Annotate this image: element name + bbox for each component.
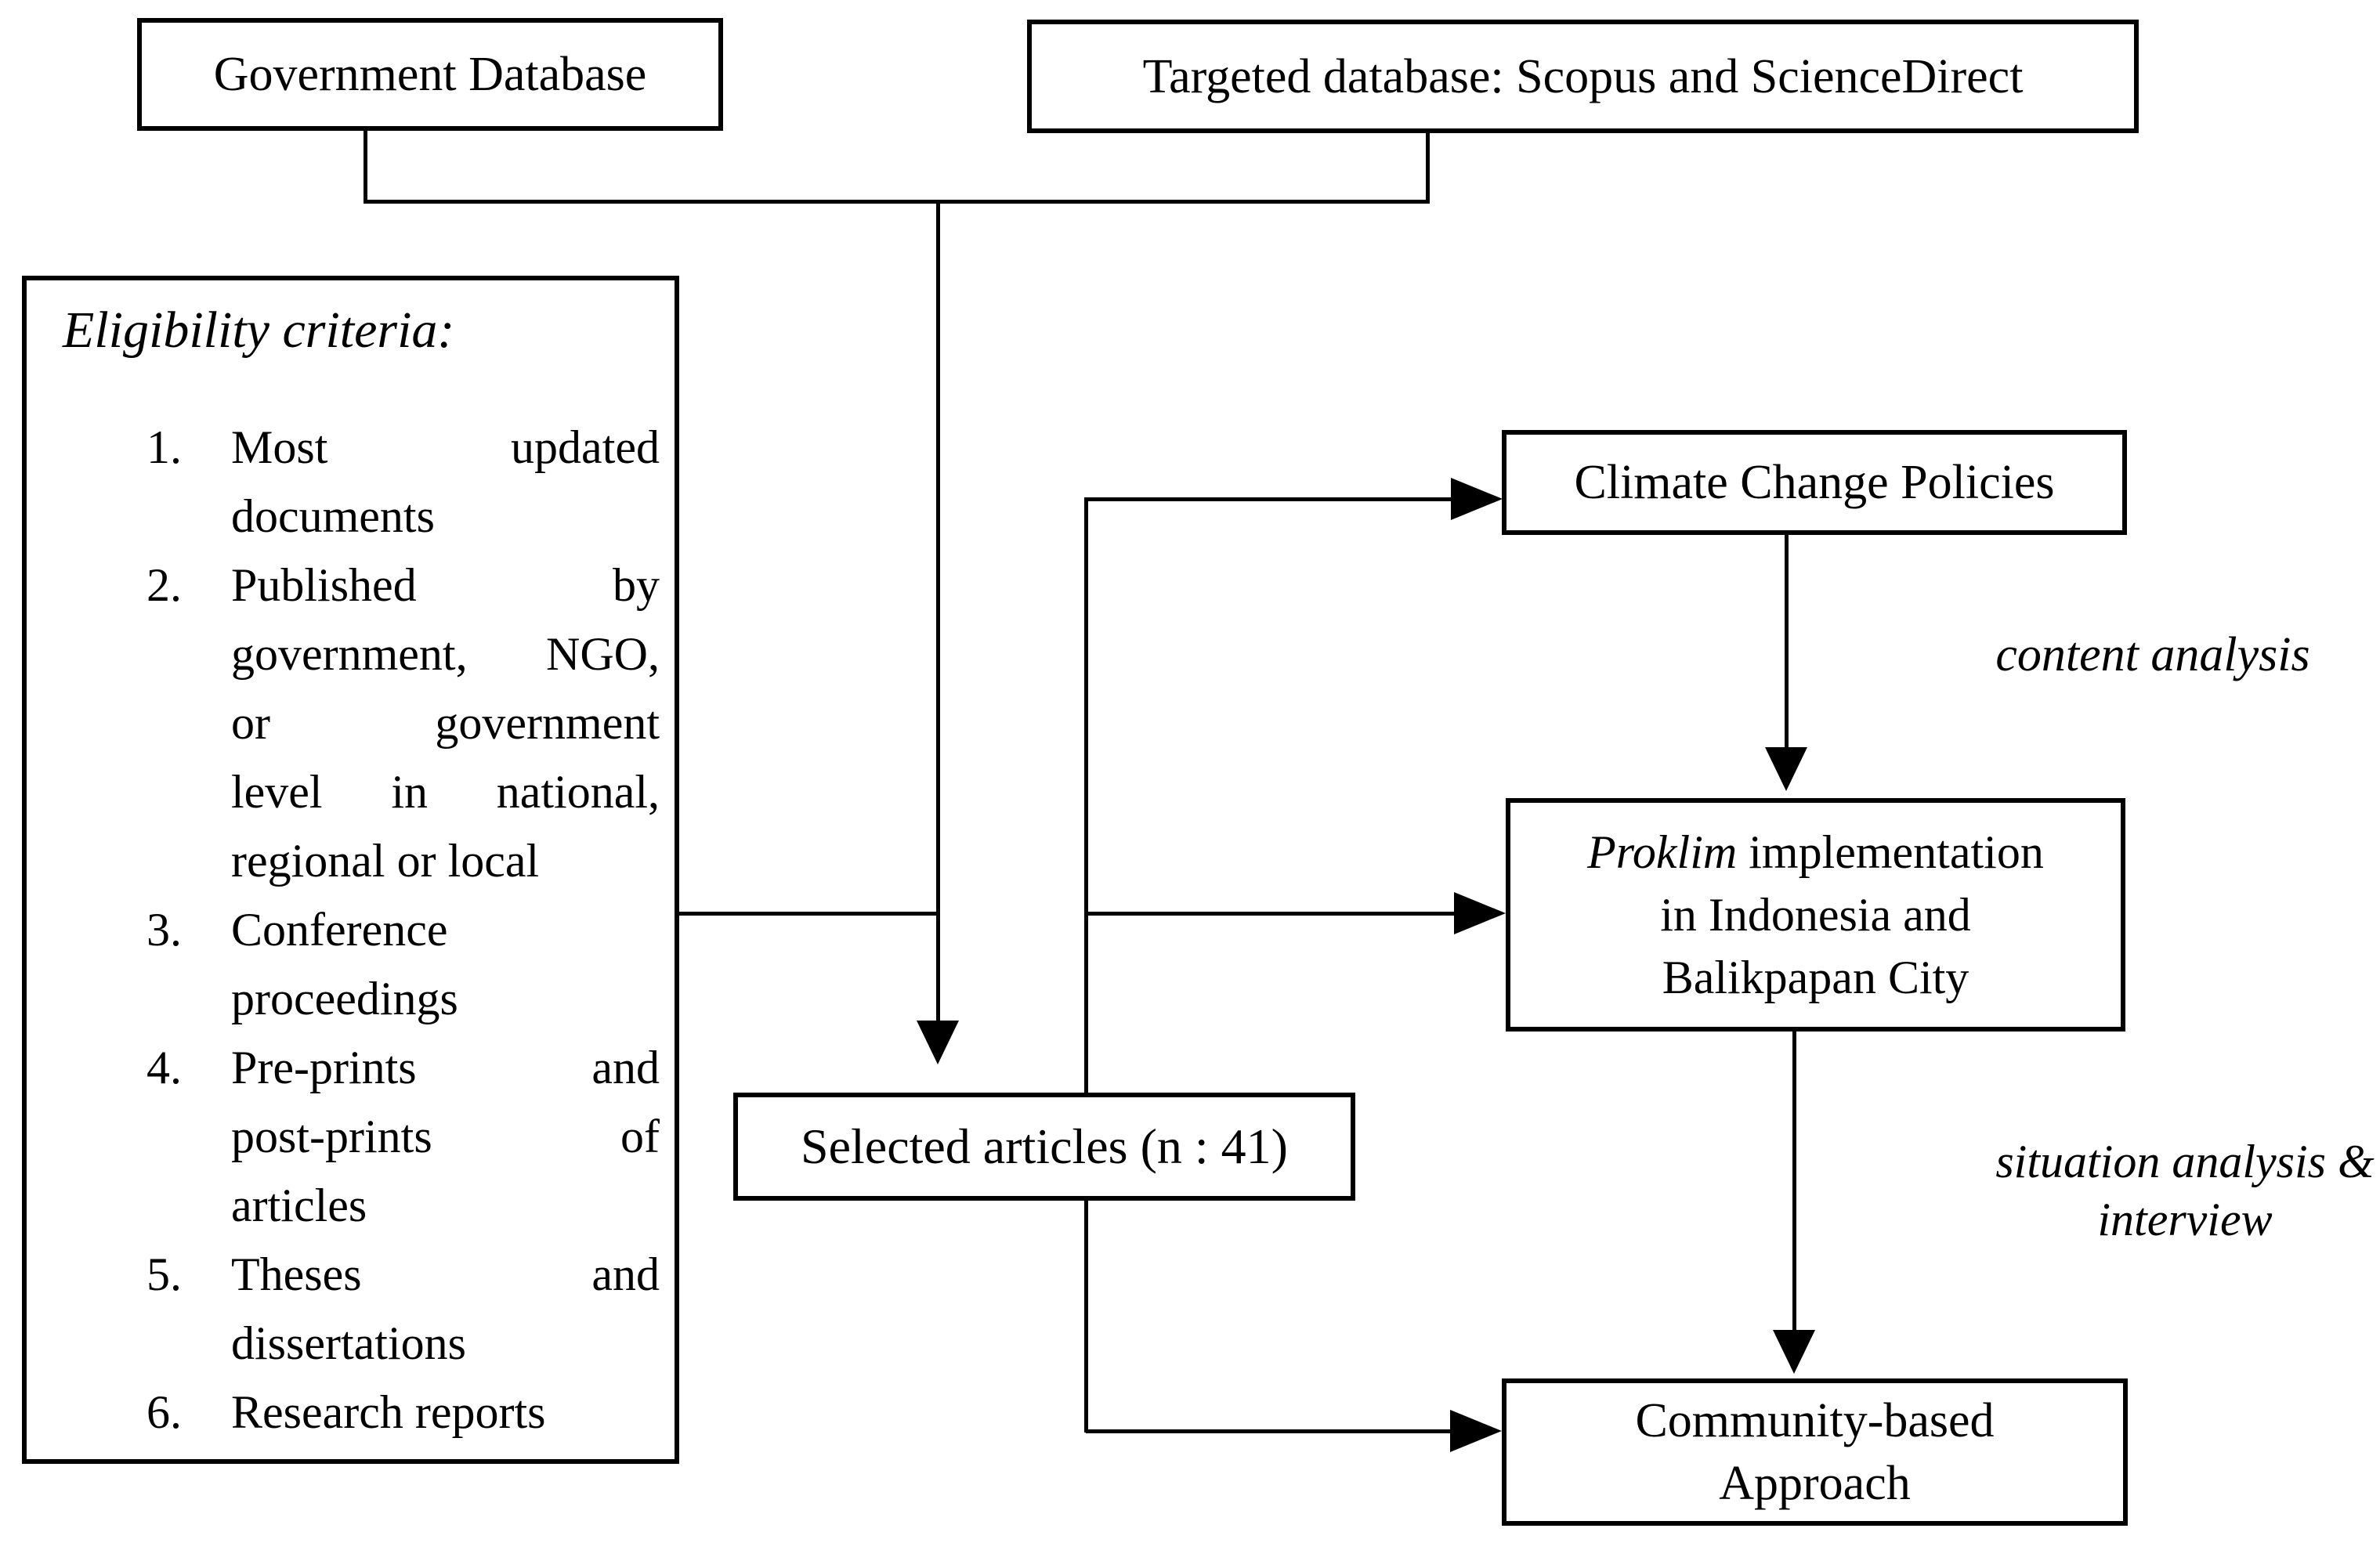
connector-to-climate (1086, 497, 1451, 501)
eligibility-item-number: 5. (146, 1248, 182, 1300)
eligibility-item-line: Published by (231, 559, 660, 611)
arrowhead-into-community-top-icon (1773, 1330, 1815, 1374)
node-climate-change-policies-label: Climate Change Policies (1574, 456, 2055, 509)
eligibility-item-lines: Conference proceedings (231, 895, 660, 1033)
eligibility-item-2: 2. Published by government, NGO, or governm… (146, 551, 660, 895)
eligibility-item-line: or government (231, 697, 660, 749)
eligibility-item-number: 6. (146, 1386, 182, 1438)
eligibility-item-lines: Theses and dissertations (231, 1240, 660, 1378)
node-selected-articles-label: Selected articles (n : 41) (801, 1118, 1288, 1174)
arrowhead-into-proklim-left-icon (1454, 892, 1506, 934)
node-community-based-approach: Community-based Approach (1502, 1378, 2128, 1526)
eligibility-item-line: regional or local (231, 835, 540, 887)
eligibility-item-number: 2. (146, 559, 182, 611)
node-proklim-line2: in Indonesia and (1660, 889, 1971, 941)
node-proklim-implementation: Proklim implementation in Indonesia and … (1506, 798, 2125, 1032)
node-eligibility-criteria: Eligibility criteria: 1. Most updated docu… (22, 276, 679, 1464)
eligibility-item-number: 1. (146, 421, 182, 473)
eligibility-item-line: Research reports (231, 1386, 546, 1438)
proklim-line1-rest: implementation (1737, 826, 2044, 878)
annotation-situation-analysis: situation analysis & interview (1950, 1133, 2380, 1248)
node-proklim-line1: Proklim implementation (1587, 821, 2044, 883)
arrowhead-into-selected-icon (917, 1021, 959, 1064)
eligibility-item-6: 6. Research reports (146, 1378, 660, 1447)
arrowhead-into-climate-icon (1451, 478, 1503, 520)
annotation-situation-line2: interview (2097, 1194, 2273, 1245)
arrowhead-into-community-left-icon (1450, 1410, 1502, 1452)
eligibility-item-line: Pre-prints and (231, 1042, 660, 1093)
eligibility-criteria-title: Eligibility criteria: (63, 302, 455, 359)
eligibility-item-number: 3. (146, 904, 182, 956)
eligibility-item-line: proceedings (231, 973, 458, 1024)
eligibility-item-number: 4. (146, 1042, 182, 1093)
connector-databases-horizontal (364, 200, 1430, 204)
arrowhead-into-proklim-top-icon (1765, 747, 1807, 791)
eligibility-item-line: post-prints of (231, 1111, 660, 1162)
eligibility-item-line: government, NGO, (231, 628, 660, 680)
node-community-line1: Community-based (1635, 1394, 1995, 1447)
eligibility-item-line: Most updated (231, 421, 660, 473)
node-government-database: Government Database (137, 18, 723, 131)
eligibility-item-line: dissertations (231, 1317, 466, 1369)
eligibility-item-line: articles (231, 1180, 367, 1231)
eligibility-item-lines: Research reports (231, 1378, 660, 1447)
eligibility-item-4: 4. Pre-prints and post-prints of articles (146, 1033, 660, 1240)
annotation-situation-line1: situation analysis & (1995, 1136, 2375, 1187)
eligibility-item-3: 3. Conference proceedings (146, 895, 660, 1033)
node-proklim-line3: Balikpapan City (1662, 952, 1969, 1003)
eligibility-item-lines: Most updated documents (231, 413, 660, 551)
eligibility-item-line: level in national, (231, 766, 660, 818)
connector-to-community (1086, 1429, 1450, 1433)
connector-eligibility-horizontal (677, 912, 938, 916)
node-targeted-database: Targeted database: Scopus and ScienceDir… (1027, 20, 2139, 133)
eligibility-item-5: 5. Theses and dissertations (146, 1240, 660, 1378)
node-selected-articles: Selected articles (n : 41) (733, 1093, 1355, 1201)
connector-to-proklim (1086, 912, 1454, 916)
connector-government-down (364, 128, 367, 202)
connector-climate-to-proklim (1785, 533, 1789, 747)
eligibility-item-line: Conference (231, 904, 448, 956)
eligibility-criteria-list: 1. Most updated documents 2. Published by gov… (146, 413, 660, 1447)
eligibility-item-1: 1. Most updated documents (146, 413, 660, 551)
node-community-line2: Approach (1719, 1457, 1911, 1510)
node-government-database-label: Government Database (213, 48, 647, 101)
eligibility-item-lines: Published by government, NGO, or governmen… (231, 551, 660, 895)
node-climate-change-policies: Climate Change Policies (1502, 430, 2127, 535)
connector-proklim-to-community (1792, 1029, 1796, 1330)
connector-spine-vertical (1084, 497, 1088, 1433)
annotation-content-analysis: content analysis (1995, 628, 2310, 681)
connector-to-selected-vertical (936, 201, 940, 1021)
eligibility-item-line: Theses and (231, 1248, 660, 1300)
connector-targeted-down (1426, 131, 1430, 204)
proklim-italic-word: Proklim (1587, 826, 1738, 878)
eligibility-item-line: documents (231, 490, 435, 542)
node-targeted-database-label: Targeted database: Scopus and ScienceDir… (1142, 49, 2024, 103)
eligibility-item-lines: Pre-prints and post-prints of articles (231, 1033, 660, 1240)
